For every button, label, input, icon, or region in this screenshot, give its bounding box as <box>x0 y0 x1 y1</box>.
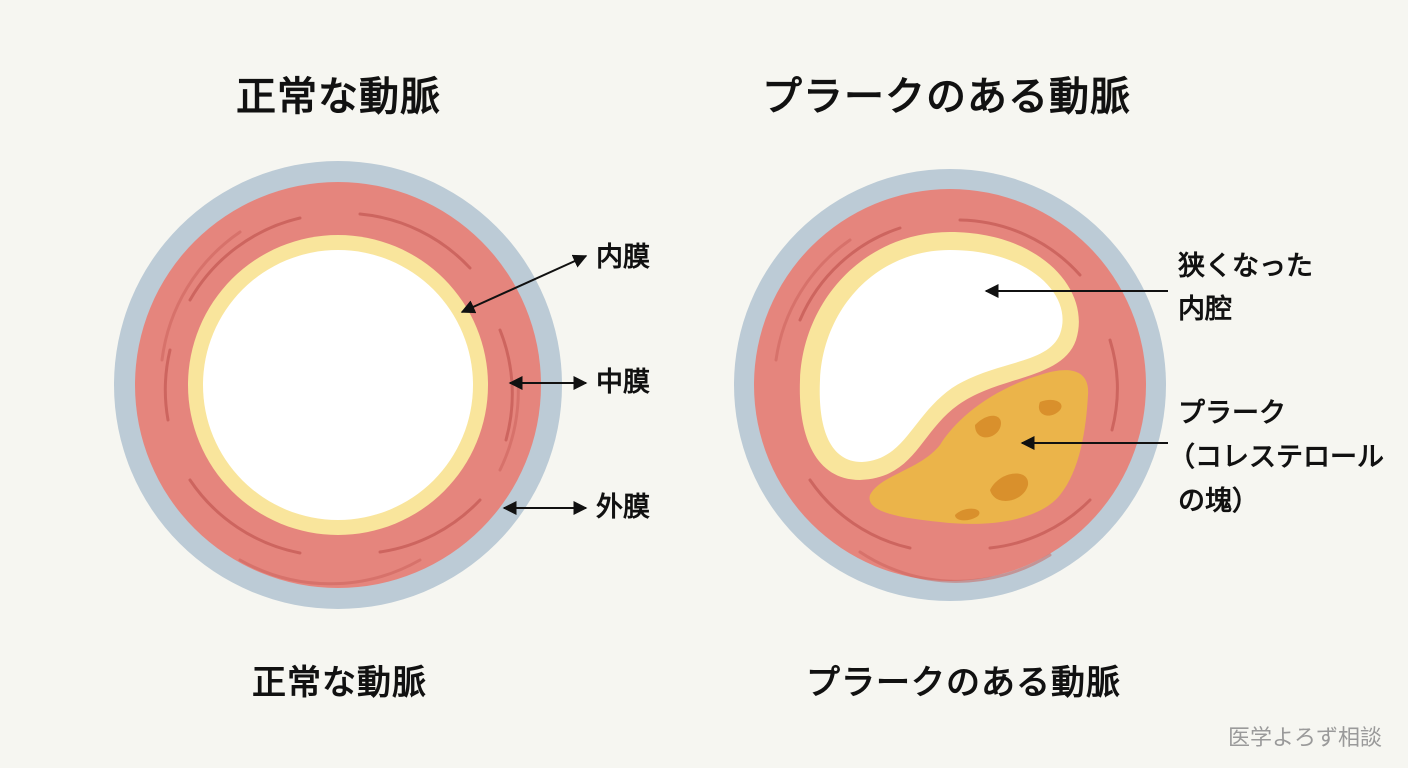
plaque-artery <box>734 169 1166 601</box>
plaque-annotation-arrows <box>984 284 1168 450</box>
narrowed-lumen-label-line1: 狭くなった <box>1178 251 1313 282</box>
narrowed-lumen-label-line2: 内腔 <box>1178 294 1232 325</box>
plaque-artery-title: プラークのある動脈 <box>762 74 1131 120</box>
plaque-label-line2: （コレステロール <box>1168 442 1384 473</box>
normal-artery-title: 正常な動脈 <box>236 74 441 120</box>
normal-artery-caption: 正常な動脈 <box>252 663 427 703</box>
plaque-media-fibers <box>774 218 1119 583</box>
intima-arrow <box>460 254 588 314</box>
plaque-label-line1: プラーク <box>1178 398 1286 429</box>
normal-media-fibers <box>160 212 520 586</box>
intima-label: 内膜 <box>596 242 650 273</box>
plaque-label-line3: の塊） <box>1178 486 1259 517</box>
normal-lumen <box>203 250 473 520</box>
plaque-spots <box>955 399 1062 521</box>
plaque-deposit <box>869 370 1089 524</box>
adventitia-label: 外膜 <box>596 492 650 523</box>
media-label: 中膜 <box>596 367 650 398</box>
normal-annotation-arrows <box>460 254 588 515</box>
plaque-artery-caption: プラークのある動脈 <box>806 663 1121 703</box>
normal-artery <box>114 161 562 609</box>
narrowed-lumen <box>819 250 1063 462</box>
watermark-text: 医学よろず相談 <box>1227 726 1382 751</box>
